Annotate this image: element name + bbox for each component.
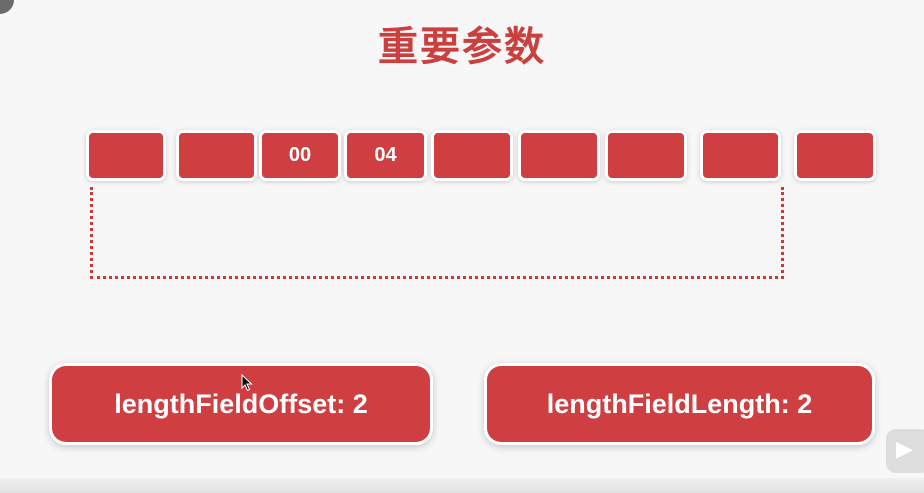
byte-cell bbox=[434, 133, 510, 178]
corner-indicator bbox=[0, 0, 14, 14]
byte-cell bbox=[521, 133, 597, 178]
byte-cell bbox=[89, 133, 163, 178]
byte-cell bbox=[608, 133, 684, 178]
video-watermark-icon: ▶ bbox=[886, 429, 924, 473]
length-field-offset-label: lengthFieldOffset: 2 bbox=[114, 388, 368, 419]
byte-cell: 00 bbox=[262, 133, 338, 178]
frame-bracket bbox=[90, 187, 784, 279]
byte-cell bbox=[179, 133, 254, 178]
length-field-length-label: lengthFieldLength: 2 bbox=[546, 388, 813, 419]
mouse-pointer-icon bbox=[241, 373, 253, 396]
byte-cell bbox=[797, 133, 873, 178]
length-field-length-box: lengthFieldLength: 2 bbox=[487, 366, 872, 442]
bottom-bar bbox=[0, 478, 924, 493]
length-field-offset-box: lengthFieldOffset: 2 bbox=[52, 366, 430, 442]
slide-title: 重要参数 bbox=[378, 24, 546, 70]
byte-cell: 04 bbox=[347, 133, 424, 178]
byte-cell bbox=[703, 133, 778, 178]
